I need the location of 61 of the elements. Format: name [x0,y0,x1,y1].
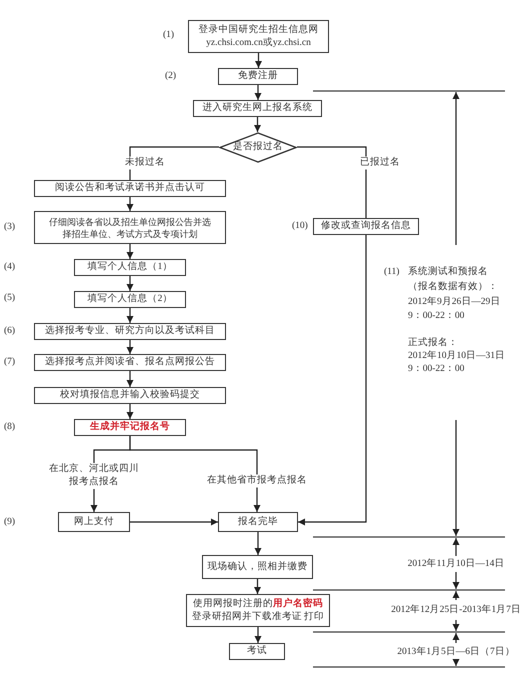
edge-label: 已报过名 [360,156,400,170]
process-box: 选择报考点并阅读省、报名点网报公告 [34,354,226,371]
process-box: 生成并牢记报名号 [74,419,186,436]
step-number: (3) [4,221,16,233]
arrow [254,627,262,643]
arrow [298,235,367,526]
step-number: (10) [292,220,308,232]
step-number: (4) [4,261,16,273]
arrow [255,53,262,68]
date-note: 9：00-22：00 [408,310,464,322]
arrow [130,518,218,526]
step-number: (8) [4,421,16,433]
decision-text: 是否报过名 [233,141,283,154]
date-note: 9：00-22：00 [408,363,464,375]
box-text: 使用网报时注册的 [193,598,273,608]
arrow [126,308,134,323]
arrow [254,579,261,594]
web-address: yz.chsi.com.cn或yz.chsi.cn [206,36,311,50]
arrow [126,244,134,259]
arrow [126,276,134,291]
box-text: 登录研招网并下载准考证 打印 [192,612,324,622]
date-note: 2012年9月26日—29日 [408,296,500,308]
arrow [126,404,134,419]
process-box: 阅读公告和考试承诺书并点击认可 [34,180,226,197]
arrow [254,532,262,555]
edge-label: 在其他省市报考点报名 [207,474,307,488]
process-box: 现场确认，照相并缴费 [202,555,313,579]
arrow [126,340,134,354]
process-box: 修改或查询报名信息 [313,218,419,235]
step-number: (1) [163,29,174,41]
process-box: 选择报考专业、研究方向以及考试科目 [34,323,226,340]
step-number: (2) [165,70,176,82]
date-note: （报名数据有效）： [408,281,498,293]
process-box: 仔细阅读各省以及招生单位网报公告并选择招生单位、考试方式及专项计划 [34,211,226,244]
highlighted-text: 用户名密码 [273,598,323,608]
process-box: 考试 [229,643,285,660]
edge-label: 未报过名 [125,156,165,170]
arrow [254,117,261,132]
date-note: 2012年10月10日—31日 [408,350,505,362]
date-note: 正式报名： [408,337,458,349]
process-box [186,594,330,627]
step-number: (6) [4,325,16,337]
edge-label: 在北京、河北或四川报考点报名 [48,463,140,489]
process-box: 网上支付 [58,512,130,532]
process-box: 进入研究生网上报名系统 [193,100,322,117]
step-number: (5) [4,292,16,304]
process-box: 报名完毕 [218,512,298,532]
step-number: (7) [4,356,16,368]
arrow [126,371,134,387]
process-box: 校对填报信息并输入校验码提交 [34,387,226,404]
arrow [254,85,262,100]
process-box: 填写个人信息（2） [74,291,186,308]
step-number: (11) [384,266,400,278]
process-box [188,20,329,53]
process-box: 免费注册 [218,68,298,85]
box-text: 登录中国研究生招生信息网 [198,24,318,36]
arrow [126,197,134,211]
step-number: (9) [4,516,16,528]
arrow [129,436,260,512]
process-box: 填写个人信息（1） [74,259,186,276]
date-note: 系统测试和预报名 [408,266,488,278]
